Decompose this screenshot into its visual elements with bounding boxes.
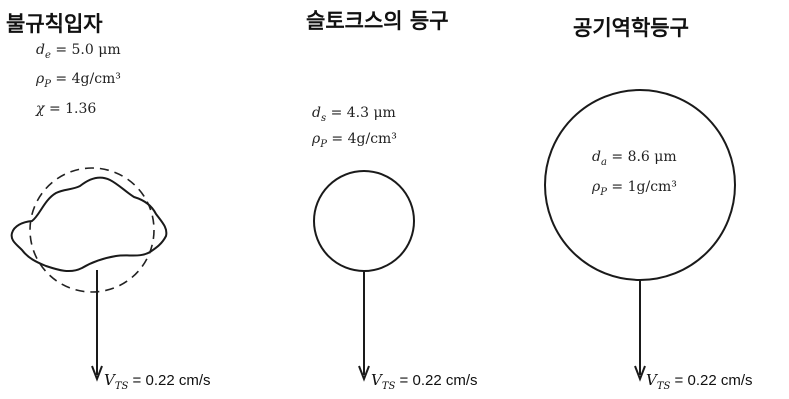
panel-title-irregular-particle: 불규칙입자	[6, 12, 103, 36]
stokes-sphere	[313, 170, 415, 272]
param-equivalent-diameter: de = 5.0 μm	[36, 42, 121, 61]
velocity-arrow-head-3	[634, 365, 646, 382]
irregular-particle-outline	[10, 176, 168, 273]
velocity-arrow-head-2	[358, 365, 370, 382]
param-particle-density: ρP = 4g/cm³	[36, 71, 121, 90]
param-particle-density: ρP = 4g/cm³	[312, 131, 397, 150]
panel-title-aerodynamic-sphere: 공기역학등구	[573, 16, 689, 40]
param-shape-factor: χ = 1.36	[36, 101, 97, 117]
param-stokes-diameter: ds = 4.3 μm	[312, 105, 396, 124]
param-aerodynamic-diameter: da = 8.6 μm	[592, 149, 677, 168]
panel-title-stokes-sphere: 슬토크스의 등구	[306, 9, 449, 33]
equivalent-sphere-dashed-outline	[29, 167, 155, 293]
velocity-arrow-head-1	[91, 365, 103, 382]
terminal-velocity-label-1: VTS = 0.22 cm/s	[104, 371, 211, 392]
terminal-velocity-label-2: VTS = 0.22 cm/s	[371, 371, 478, 392]
param-particle-density: ρP = 1g/cm³	[592, 179, 677, 198]
terminal-velocity-label-3: VTS = 0.22 cm/s	[646, 371, 753, 392]
